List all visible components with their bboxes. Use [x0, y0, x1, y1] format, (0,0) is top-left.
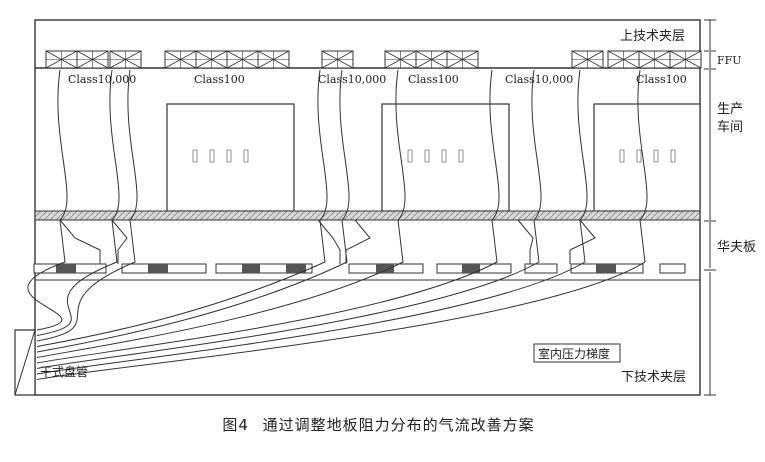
ffu-unit [607, 50, 640, 69]
airflow-line [36, 69, 406, 358]
floor-panel [436, 263, 512, 274]
airflow-line [36, 69, 138, 342]
ffu-unit [164, 50, 197, 69]
upper-interstitial-label: 上技术夹层 [620, 29, 685, 44]
class-label-6: Class100 [636, 73, 687, 86]
equipment-boxes [166, 103, 701, 212]
class-label-5: Class10,000 [505, 73, 573, 86]
ffu-unit [109, 50, 142, 69]
airflow-line [36, 69, 350, 353]
dry-coil-diagonal [14, 329, 36, 396]
pressure-label-box [533, 343, 621, 363]
ffu-unit [446, 50, 479, 69]
class-label-2: Class100 [194, 73, 245, 86]
floor-panel [215, 263, 313, 274]
ffu-label: FFU [717, 54, 742, 67]
floor-panel [659, 263, 686, 274]
ffu-unit [571, 50, 604, 69]
ffu-unit [638, 50, 671, 69]
ffu-unit [76, 50, 109, 69]
equipment-box [166, 103, 295, 212]
duct-side [59, 219, 101, 264]
ffu-unit [321, 50, 354, 69]
ffu-unit [226, 50, 259, 69]
zone-dimension-ticks [704, 19, 716, 396]
ffu-unit [257, 50, 290, 69]
floor-panel [524, 263, 558, 274]
airflow-line [36, 69, 542, 369]
ffu-units [45, 50, 702, 69]
dry-coil-label: 干式盘管 [40, 364, 88, 379]
ffu-unit [415, 50, 448, 69]
airflow-line [36, 69, 328, 347]
figure-title: 通过调整地板阻力分布的气流改善方案 [262, 416, 535, 434]
ffu-unit [45, 50, 78, 69]
waffle-slab-panels [33, 219, 686, 274]
raised-floor-label: 华夫板 [717, 240, 756, 255]
airflow-line [36, 69, 500, 364]
cleanroom-airflow-diagram: 上技术夹层 FFU 生产 车间 华夫板 下技术夹层 Class10,000 Cl… [14, 19, 756, 396]
floor-panel [33, 263, 107, 274]
floor-slab [34, 210, 701, 221]
floor-panel [121, 263, 207, 274]
airflow-line [36, 69, 648, 380]
duct-side [517, 219, 534, 264]
airflow-line [27, 69, 68, 331]
ffu-unit [669, 50, 702, 69]
duct-side [345, 219, 371, 264]
airflow-lines [27, 69, 648, 380]
figure-caption: 图4 通过调整地板阻力分布的气流改善方案 [0, 414, 765, 435]
class-label-1: Class10,000 [68, 73, 136, 86]
floor-panel [570, 263, 644, 274]
lower-interstitial-label: 下技术夹层 [621, 370, 686, 385]
production-area-label-line2: 车间 [717, 119, 743, 135]
floor-panel [348, 263, 424, 274]
equipment-box [381, 103, 510, 212]
duct-side [111, 219, 128, 264]
class-label-4: Class100 [408, 73, 459, 86]
airflow-line [36, 69, 120, 336]
ffu-unit [384, 50, 417, 69]
figure-number: 图4 [222, 416, 249, 434]
ffu-unit [195, 50, 228, 69]
class-label-3: Class10,000 [318, 73, 386, 86]
duct-side [317, 219, 341, 264]
production-area-label-line1: 生产 [717, 102, 743, 117]
airflow-line [36, 69, 588, 375]
pressure-gradient-label: 室内压力梯度 [538, 346, 610, 361]
